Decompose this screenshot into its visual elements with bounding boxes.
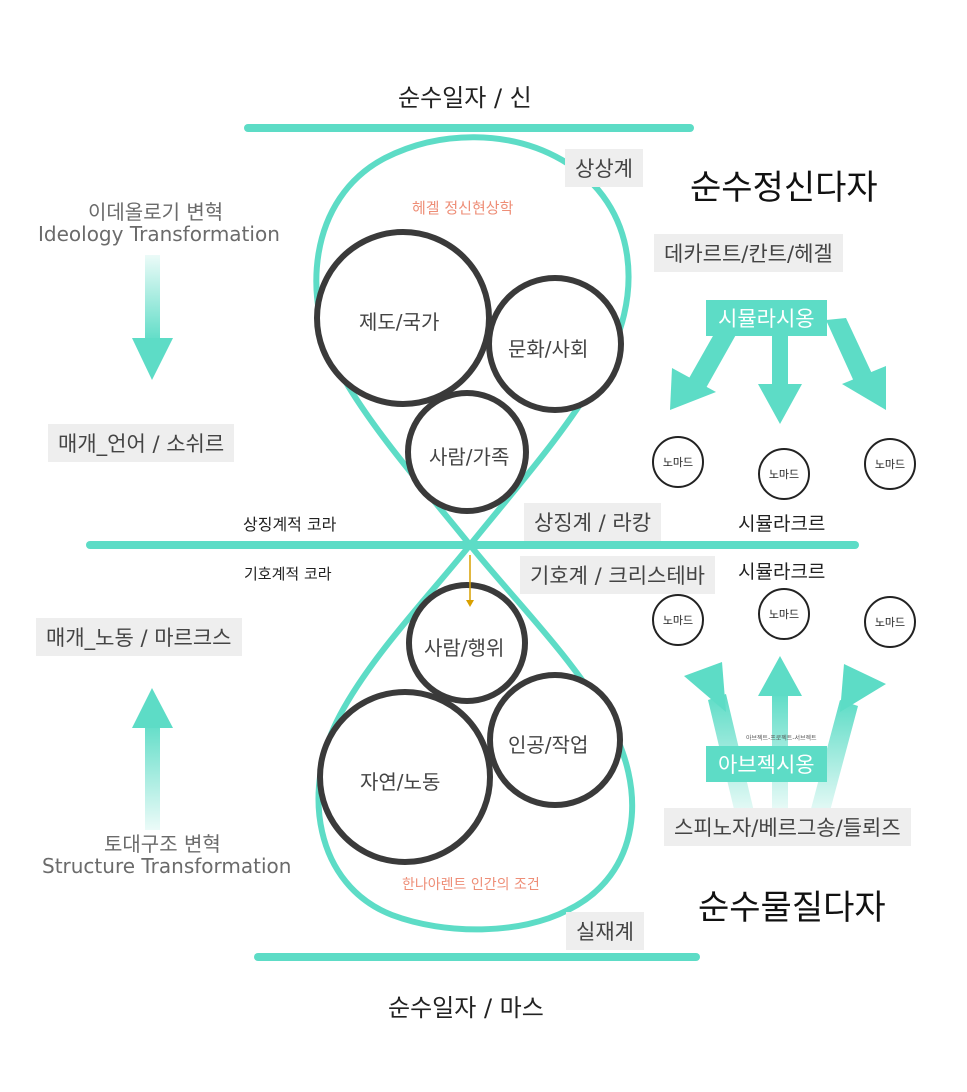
abject-note: 아브젝트-프로젝트-서브젝트 — [746, 735, 817, 742]
pure-matter-title: 순수물질다자 — [698, 888, 886, 928]
lower-arrow-right-head — [840, 664, 886, 712]
bottom-label: 순수일자 / 마스 — [388, 994, 544, 1022]
ideology-ko-label: 이데올로기 변혁 — [88, 200, 224, 224]
philosophers-spirit-box: 데카르트/칸트/헤겔 — [654, 234, 843, 272]
semiotic-kristeva-box: 기호계 / 크리스테바 — [520, 556, 715, 594]
structure-ko-label: 토대구조 변혁 — [104, 832, 221, 856]
circle-person-action — [406, 582, 528, 704]
lower-arrow-left-head — [684, 662, 726, 712]
label-person-action: 사람/행위 — [424, 636, 505, 660]
hegel-caption: 헤겔 정신현상학 — [412, 199, 514, 217]
nomad-lower-right: 노마드 — [864, 596, 916, 648]
nomad-lower-center: 노마드 — [758, 588, 810, 640]
pure-spirit-title: 순수정신다자 — [690, 168, 878, 208]
upper-arrow-left-shaft — [688, 320, 742, 388]
label-person-family: 사람/가족 — [429, 445, 510, 469]
label-culture-society: 문화/사회 — [508, 337, 589, 361]
medium-language-box: 매개_언어 / 소쉬르 — [48, 424, 235, 462]
upper-arrow-right-head — [842, 366, 886, 410]
symbolic-lacan-box: 상징계 / 라캉 — [524, 503, 662, 541]
circle-artifact-work — [487, 672, 623, 808]
ideology-arrow-shaft — [145, 255, 160, 343]
nomad-lower-left: 노마드 — [652, 594, 704, 646]
circle-person-family — [405, 390, 529, 514]
small-arrow-head — [466, 600, 474, 607]
circle-nature-labor — [317, 689, 493, 865]
arendt-caption: 한나아렌트 인간의 조건 — [402, 877, 540, 893]
medium-labor-box: 매개_노동 / 마르크스 — [36, 618, 242, 656]
ideology-arrow-head — [132, 338, 173, 380]
lower-arrow-right-shaft — [808, 700, 858, 826]
simulation-box: 시뮬라시옹 — [706, 300, 827, 336]
structure-en-label: Structure Transformation — [42, 854, 292, 878]
circle-culture-society — [486, 275, 624, 413]
simulacre-upper-label: 시뮬라크르 — [738, 513, 826, 535]
upper-arrow-right-shaft — [826, 318, 874, 386]
real-realm-box: 실재계 — [566, 912, 644, 950]
nomad-upper-left: 노마드 — [652, 436, 704, 488]
philosophers-matter-box: 스피노자/베르그송/들뢰즈 — [664, 808, 911, 846]
symbolic-chora-label: 상징계적 코라 — [243, 515, 337, 534]
label-institution-state: 제도/국가 — [359, 310, 440, 334]
structure-arrow-head — [132, 688, 173, 728]
upper-arrow-center-shaft — [772, 328, 788, 386]
upper-arrow-left-head — [670, 368, 716, 410]
ideology-en-label: Ideology Transformation — [38, 222, 280, 246]
imaginary-realm-box: 상상계 — [565, 149, 643, 187]
top-label: 순수일자 / 신 — [398, 84, 532, 112]
simulacre-lower-label: 시뮬라크르 — [738, 561, 826, 583]
nomad-upper-right: 노마드 — [864, 438, 916, 490]
structure-arrow-shaft — [145, 720, 160, 830]
upper-arrow-center-head — [758, 384, 802, 424]
label-artifact-work: 인공/작업 — [508, 733, 589, 757]
nomad-upper-center: 노마드 — [758, 448, 810, 500]
circle-institution-state — [314, 229, 492, 407]
abjection-box: 아브젝시옹 — [706, 746, 827, 782]
semiotic-chora-label: 기호계적 코라 — [244, 565, 332, 583]
lower-arrow-center-head — [758, 656, 802, 696]
label-nature-labor: 자연/노동 — [360, 770, 441, 794]
